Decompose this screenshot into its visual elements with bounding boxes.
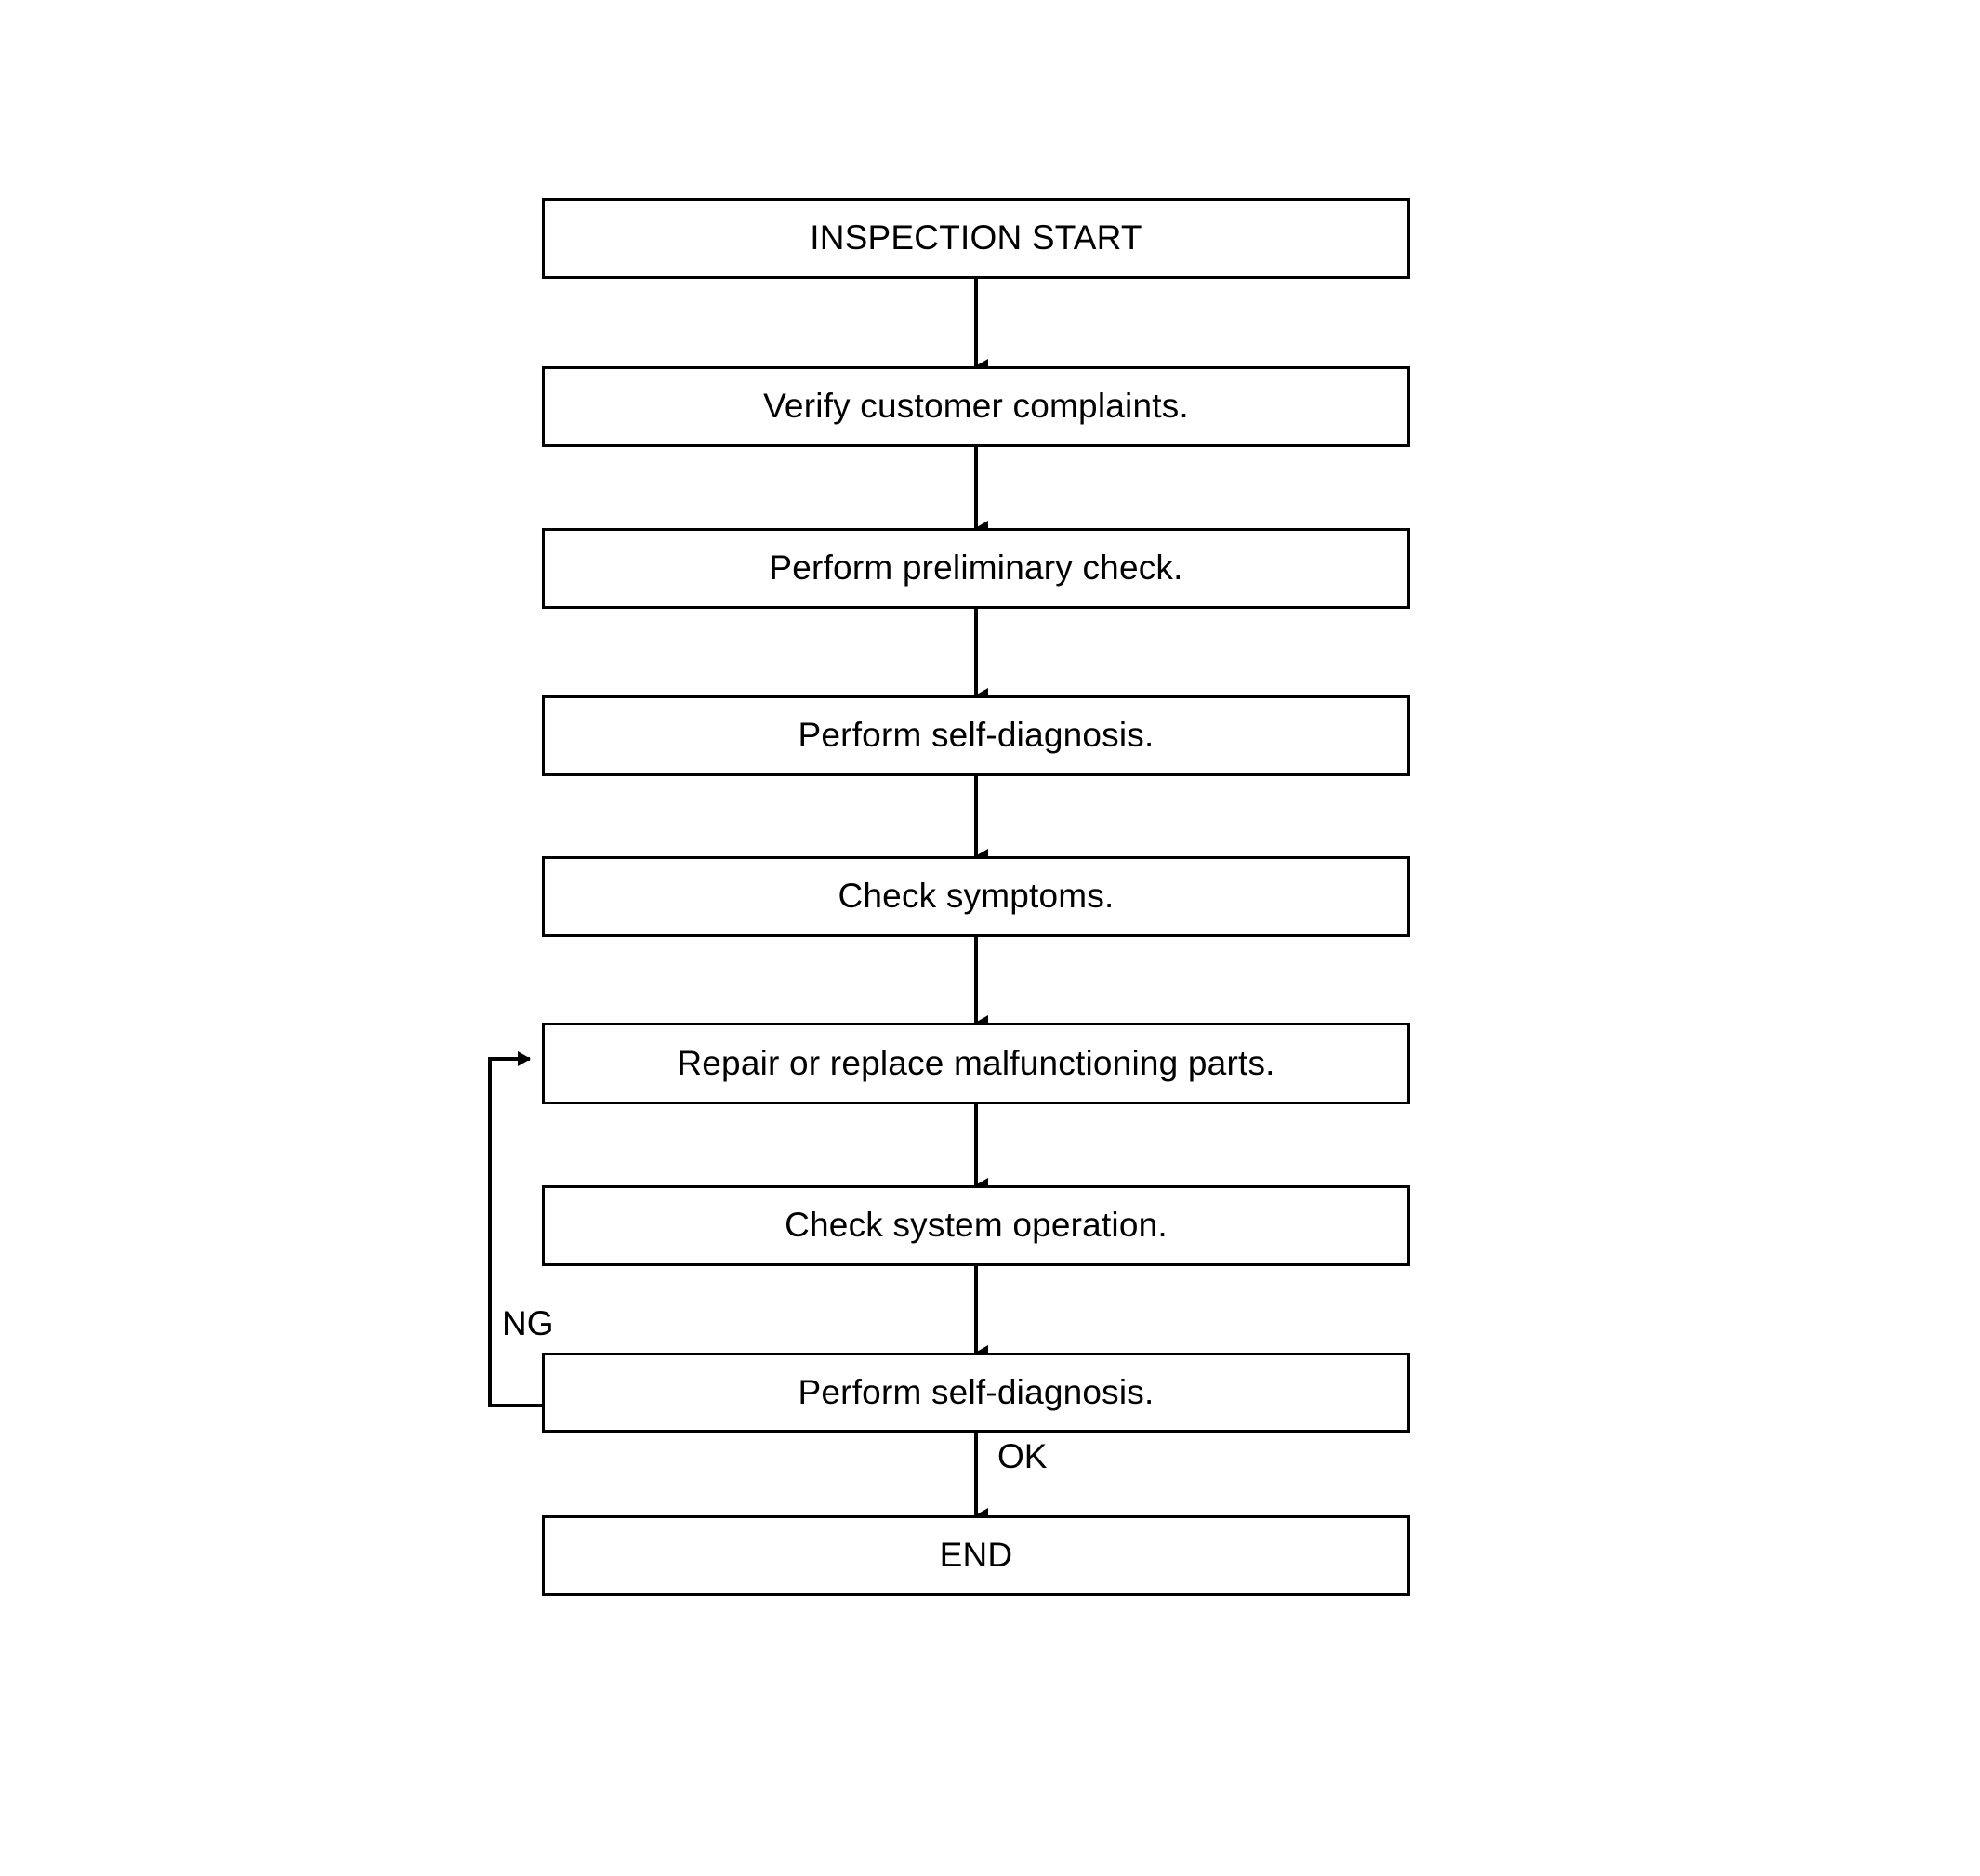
node-verify-customer-complaints[interactable]: Verify customer complaints.	[542, 366, 1410, 447]
node-perform-preliminary-check[interactable]: Perform preliminary check.	[542, 528, 1410, 609]
node-label-verify-customer-complaints: Verify customer complaints.	[763, 387, 1189, 426]
edge-label-ng: NG	[502, 1304, 554, 1342]
edge-label-ok: OK	[997, 1437, 1048, 1475]
node-label-end: END	[939, 1536, 1013, 1575]
node-label-perform-self-diagnosis-first: Perform self-diagnosis.	[798, 716, 1155, 755]
node-label-check-symptoms: Check symptoms.	[838, 877, 1115, 916]
node-label-check-system-operation: Check system operation.	[785, 1206, 1168, 1245]
node-perform-self-diagnosis-second[interactable]: Perform self-diagnosis.	[542, 1353, 1410, 1433]
node-label-repair-or-replace-malfunctioning-parts: Repair or replace malfunctioning parts.	[677, 1043, 1275, 1082]
node-perform-self-diagnosis-first[interactable]: Perform self-diagnosis.	[542, 695, 1410, 776]
node-end[interactable]: END	[542, 1515, 1410, 1596]
node-label-perform-self-diagnosis-second: Perform self-diagnosis.	[798, 1372, 1155, 1411]
node-label-perform-preliminary-check: Perform preliminary check.	[769, 548, 1183, 588]
node-repair-or-replace-malfunctioning-parts[interactable]: Repair or replace malfunctioning parts.	[542, 1023, 1410, 1104]
node-inspection-start[interactable]: INSPECTION START	[542, 198, 1410, 279]
node-check-symptoms[interactable]: Check symptoms.	[542, 856, 1410, 937]
node-label-inspection-start: INSPECTION START	[810, 218, 1142, 258]
node-check-system-operation[interactable]: Check system operation.	[542, 1185, 1410, 1266]
connector-ng-feedback-loop	[488, 1051, 542, 1407]
